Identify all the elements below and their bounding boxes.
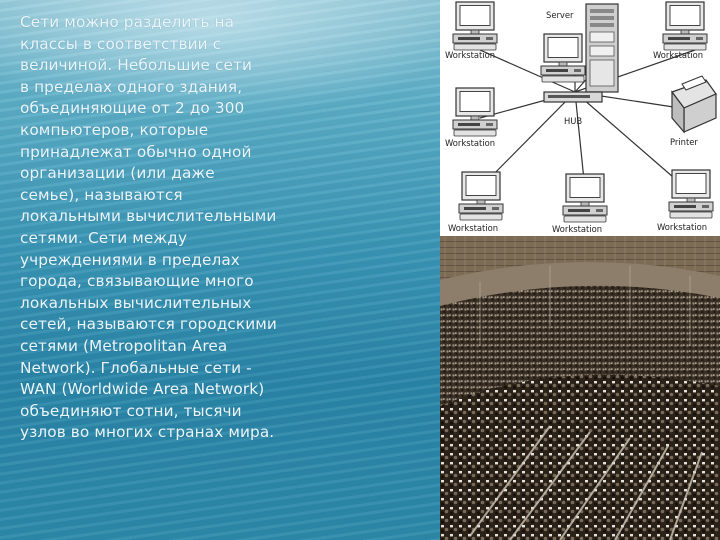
hall-roof	[440, 236, 720, 280]
workstation-icon	[452, 1, 498, 51]
background-water	[0, 0, 440, 540]
network-diagram: Server HUB Workstation Workstation Works…	[440, 0, 720, 236]
workstation-icon	[562, 173, 608, 223]
workstation-label: Workstation	[448, 223, 498, 233]
workstation-label: Workstation	[552, 224, 602, 234]
lan-party-photo	[440, 236, 720, 540]
server-icon	[585, 3, 619, 93]
hub-label: HUB	[564, 116, 582, 126]
workstation-icon	[458, 171, 504, 221]
hub-icon	[543, 91, 603, 103]
hall-back-wall	[440, 261, 720, 306]
slide-body-text: Сети можно разделить на классы в соответ…	[20, 13, 277, 442]
network-diagram-svg: Server HUB Workstation Workstation Works…	[445, 1, 717, 234]
workstation-icon	[668, 169, 714, 219]
workstation-icon	[452, 87, 498, 137]
workstation-label: Workstation	[445, 138, 495, 148]
workstation-icon	[662, 1, 708, 51]
workstation-label: Workstation	[653, 50, 703, 60]
workstation-label: Workstation	[657, 222, 707, 232]
printer-label: Printer	[670, 137, 698, 147]
workstation-icon	[540, 33, 586, 83]
crowd-foreground	[440, 374, 720, 540]
lan-party-photo-svg	[440, 236, 720, 540]
hall-pillars	[479, 266, 691, 346]
table-rows	[469, 425, 703, 540]
workstation-label: Workstation	[445, 50, 495, 60]
server-label: Server	[546, 10, 574, 20]
printer-icon	[671, 75, 717, 134]
